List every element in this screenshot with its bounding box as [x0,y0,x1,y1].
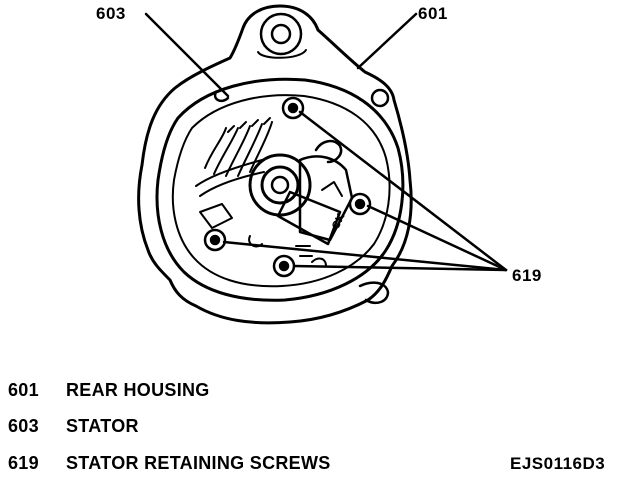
rotor-shaft [270,175,290,195]
lower-ear [358,281,390,304]
legend-number: 603 [8,416,39,436]
leader-619-a [298,110,508,272]
legend-number: 601 [8,380,39,400]
leader-619-b [366,204,508,272]
mounting-ear-hole [270,23,292,45]
brush-holder [298,155,354,242]
rectifier-fins [195,117,273,197]
leader-619-c [222,240,508,272]
legend-row-stator: 603 STATOR [8,416,139,437]
stator [171,94,391,288]
callout-screws: 619 [512,266,542,285]
legend-label: REAR HOUSING [66,380,210,400]
rear-housing-outline [137,4,413,325]
leader-601 [356,12,418,70]
legend-label: STATOR [66,416,139,436]
legend-number: 619 [8,453,39,473]
leader-603 [144,12,230,98]
leader-lines [144,12,508,272]
legend-label: STATOR RETAINING SCREWS [66,453,331,473]
callout-stator: 603 [96,4,126,23]
stator-retaining-screws [203,96,372,278]
rotor-bearing-inner [260,165,300,205]
legend-row-screws: 619 STATOR RETAINING SCREWS [8,453,331,474]
legend-row-rear-housing: 601 REAR HOUSING [8,380,210,401]
inner-ring [155,77,405,302]
terminal-strip [276,190,342,246]
right-ear [370,88,390,108]
leader-619-d [292,264,508,272]
figure-code: EJS0116D3 [510,454,606,473]
svg-text:CK: CK [330,212,348,232]
rotor-bearing-outer [248,153,312,217]
mounting-ear-outer [259,12,303,56]
callout-rear-housing: 601 [418,4,448,23]
alternator-rear-housing-illustration: CK [137,4,508,325]
